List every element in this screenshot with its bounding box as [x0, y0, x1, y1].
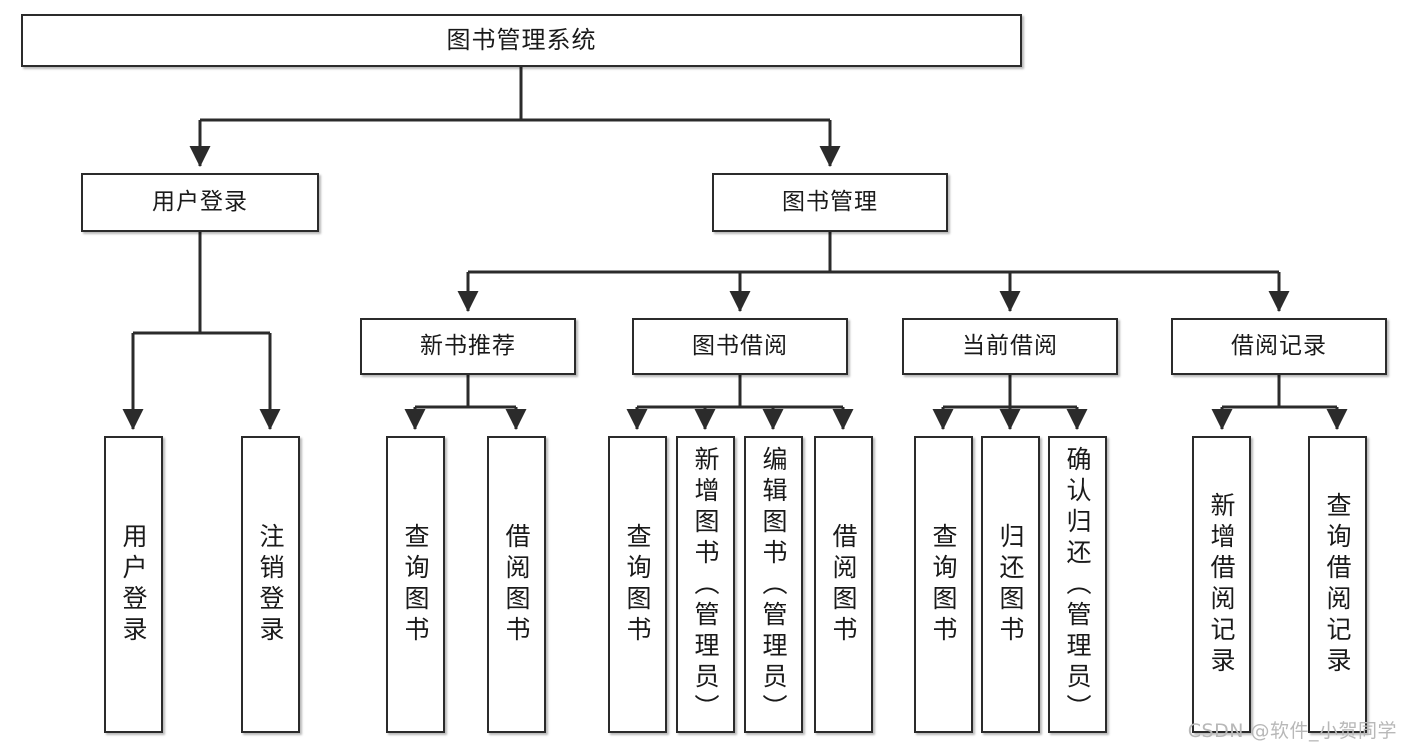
- node-root-system[interactable]: 图书管理系统: [21, 14, 1022, 67]
- node-label: 编辑图书（管理员）: [759, 446, 788, 725]
- node-label: 用户登录: [152, 189, 248, 216]
- leaf-borrow-borrow-books[interactable]: 借阅图书: [814, 436, 873, 733]
- leaf-current-query-books[interactable]: 查询图书: [914, 436, 973, 733]
- leaf-user-login[interactable]: 用户登录: [104, 436, 163, 733]
- node-label: 借阅图书: [502, 522, 531, 647]
- node-label: 查询借阅记录: [1323, 491, 1352, 678]
- leaf-borrow-add-book-admin[interactable]: 新增图书（管理员）: [676, 436, 735, 733]
- node-label: 新书推荐: [420, 333, 516, 360]
- node-label: 查询图书: [401, 522, 430, 647]
- leaf-borrow-edit-book-admin[interactable]: 编辑图书（管理员）: [744, 436, 803, 733]
- node-label: 新增借阅记录: [1207, 491, 1236, 678]
- leaf-borrow-query-books[interactable]: 查询图书: [608, 436, 667, 733]
- node-label: 注销登录: [256, 522, 285, 647]
- node-label: 用户登录: [119, 522, 148, 647]
- node-label: 图书管理系统: [446, 25, 597, 54]
- node-label: 查询图书: [623, 522, 652, 647]
- node-label: 借阅记录: [1231, 333, 1327, 360]
- leaf-user-logout[interactable]: 注销登录: [241, 436, 300, 733]
- node-label: 确认归还（管理员）: [1063, 446, 1092, 725]
- node-label: 图书管理: [782, 189, 878, 216]
- node-label: 查询图书: [929, 522, 958, 647]
- leaf-records-add-record[interactable]: 新增借阅记录: [1192, 436, 1251, 733]
- leaf-current-return-books[interactable]: 归还图书: [981, 436, 1040, 733]
- node-label: 新增图书（管理员）: [691, 446, 720, 725]
- csdn-watermark: CSDN @软件_小贺同学: [1187, 720, 1397, 742]
- node-label: 当前借阅: [962, 333, 1058, 360]
- leaf-records-query-record[interactable]: 查询借阅记录: [1308, 436, 1367, 733]
- node-book-management[interactable]: 图书管理: [712, 173, 948, 232]
- leaf-recommend-borrow-books[interactable]: 借阅图书: [487, 436, 546, 733]
- node-borrow-records[interactable]: 借阅记录: [1171, 318, 1387, 375]
- node-label: 归还图书: [996, 522, 1025, 647]
- node-user-login[interactable]: 用户登录: [81, 173, 319, 232]
- node-book-borrow[interactable]: 图书借阅: [632, 318, 848, 375]
- node-current-borrow[interactable]: 当前借阅: [902, 318, 1118, 375]
- node-label: 借阅图书: [829, 522, 858, 647]
- leaf-current-confirm-return-admin[interactable]: 确认归还（管理员）: [1048, 436, 1107, 733]
- leaf-recommend-query-books[interactable]: 查询图书: [386, 436, 445, 733]
- node-label: 图书借阅: [692, 333, 788, 360]
- node-new-book-recommend[interactable]: 新书推荐: [360, 318, 576, 375]
